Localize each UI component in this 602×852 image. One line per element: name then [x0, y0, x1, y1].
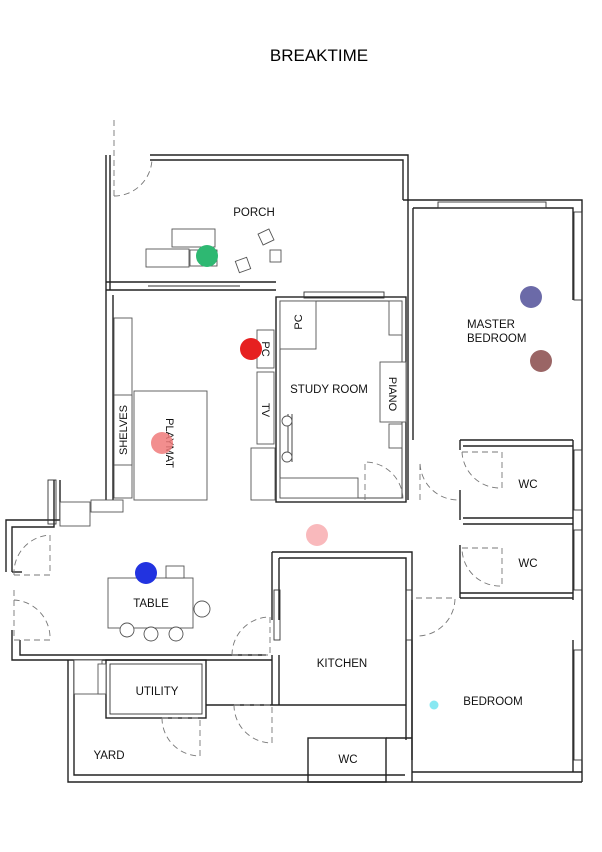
label-bedroom: BEDROOM — [463, 696, 522, 708]
plan-title: BREAKTIME — [270, 46, 368, 65]
doors — [13, 120, 503, 757]
label-piano: PIANO — [386, 377, 398, 412]
marker-table — [135, 562, 157, 584]
label-wc-middle: WC — [518, 558, 537, 570]
marker-master-bedroom-lower — [530, 350, 552, 372]
label-yard: YARD — [93, 750, 124, 762]
marker-bedroom — [429, 700, 439, 710]
label-master-bedroom-line2: BEDROOM — [467, 333, 526, 345]
label-study-room: STUDY ROOM — [290, 384, 368, 396]
label-shelves: SHELVES — [118, 405, 130, 455]
location-markers — [135, 245, 552, 710]
label-master-bedroom-line1: MASTER — [467, 319, 515, 331]
marker-pc — [240, 338, 262, 360]
label-porch: PORCH — [233, 207, 275, 219]
furniture — [59, 228, 407, 695]
label-utility: UTILITY — [136, 686, 179, 698]
label-wc-bottom: WC — [338, 754, 357, 766]
label-tv: TV — [259, 403, 271, 418]
windows — [47, 201, 583, 761]
marker-porch — [196, 245, 218, 267]
label-pc-living: PC — [259, 341, 271, 356]
marker-master-bedroom-upper — [520, 286, 542, 308]
marker-playmat — [151, 432, 173, 454]
label-table: TABLE — [133, 598, 169, 610]
marker-hallway — [306, 524, 328, 546]
label-pc-study: PC — [293, 314, 305, 329]
label-kitchen: KITCHEN — [317, 658, 367, 670]
label-wc-upper: WC — [518, 479, 537, 491]
